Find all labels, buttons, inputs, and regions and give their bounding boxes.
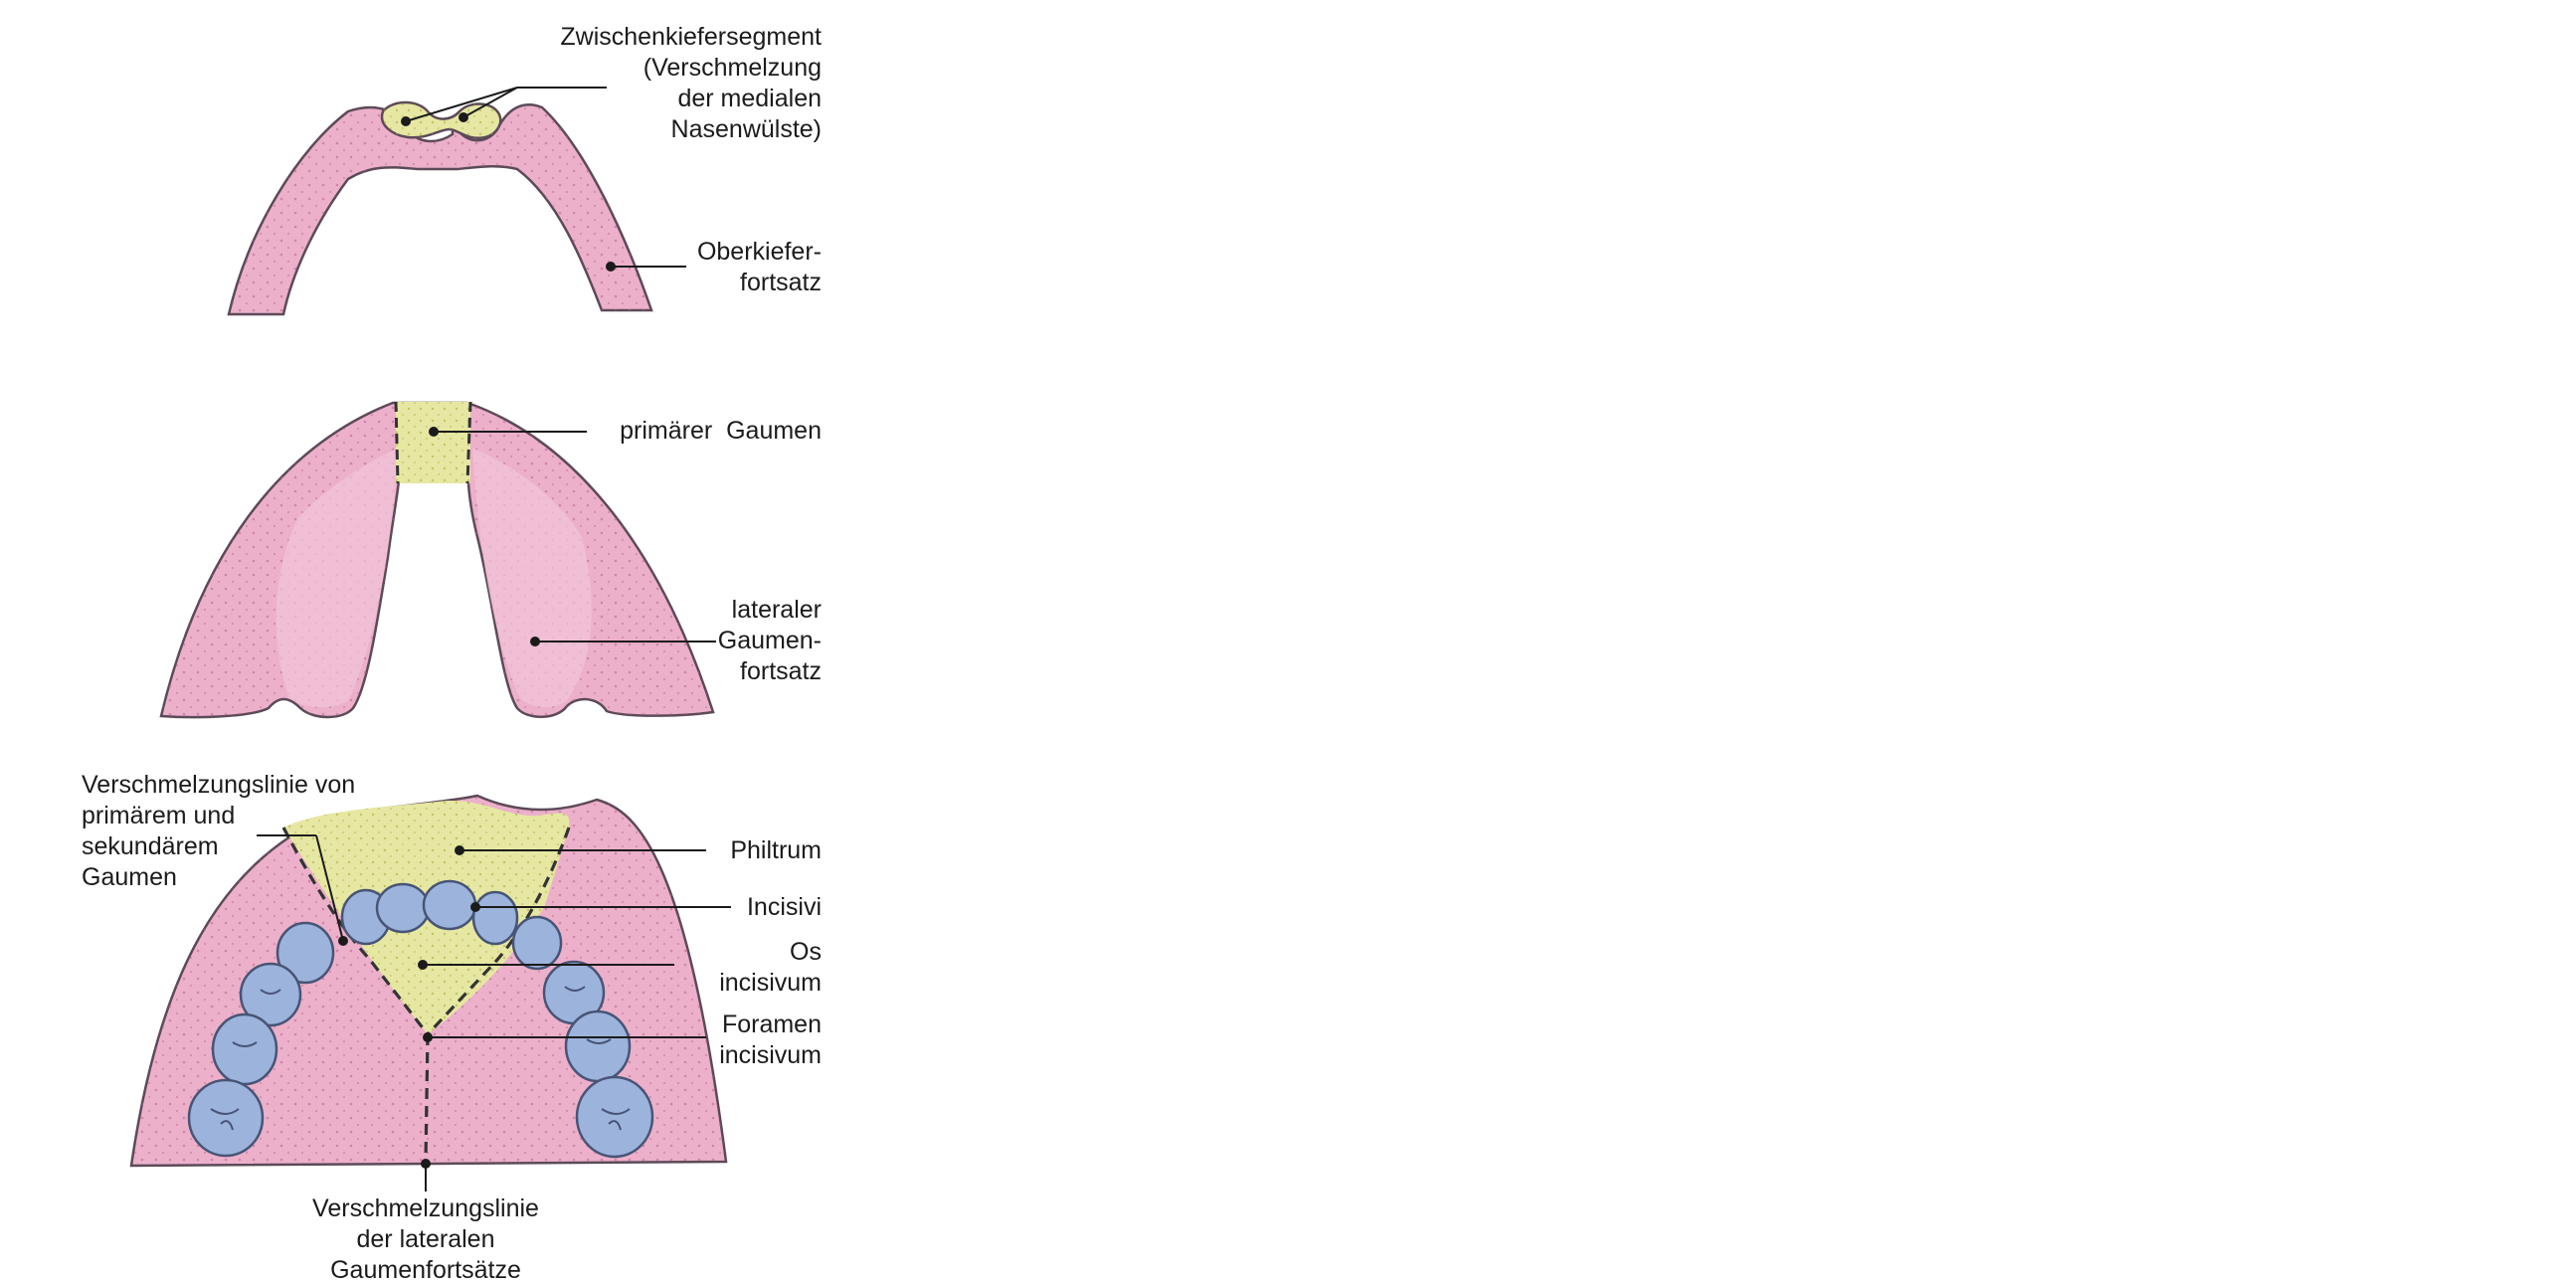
- tooth: [575, 1075, 654, 1159]
- stage-3-definitive-palate: [129, 794, 728, 1168]
- tooth: [211, 1012, 278, 1086]
- tooth: [471, 890, 519, 946]
- label-oberkieferfortsatz: Oberkiefer- fortsatz: [696, 238, 822, 296]
- stage-2-primary-palate: [159, 401, 715, 719]
- tooth: [276, 921, 335, 985]
- leader-lines: [257, 87, 731, 1192]
- label-incisivi: Incisivi: [746, 893, 822, 921]
- teeth: [187, 879, 654, 1159]
- label-philtrum: Philtrum: [730, 836, 822, 864]
- label-foramen-incisivum: Foramen incisivum: [719, 1010, 822, 1069]
- label-verschmelzungslinie-lateral: Verschmelzungslinie der lateralen Gaumen…: [312, 1194, 539, 1284]
- label-lateraler-gaumenfortsatz: lateraler Gaumen- fortsatz: [717, 596, 822, 685]
- tooth: [422, 879, 477, 931]
- label-verschmelzungslinie-primaer-sekundaer: Verschmelzungslinie von primärem und sek…: [82, 771, 356, 891]
- label-os-incisivum: Os incisivum: [719, 938, 822, 997]
- label-zwischenkiefersegment: Zwischenkiefersegment (Verschmelzung der…: [560, 23, 822, 143]
- tooth: [564, 1010, 632, 1083]
- stage-1-maxillary-arch: [227, 100, 653, 316]
- tooth: [511, 915, 563, 971]
- tooth: [375, 882, 431, 934]
- tooth: [187, 1078, 265, 1158]
- label-primaerer-gaumen: primärer Gaumen: [620, 417, 822, 445]
